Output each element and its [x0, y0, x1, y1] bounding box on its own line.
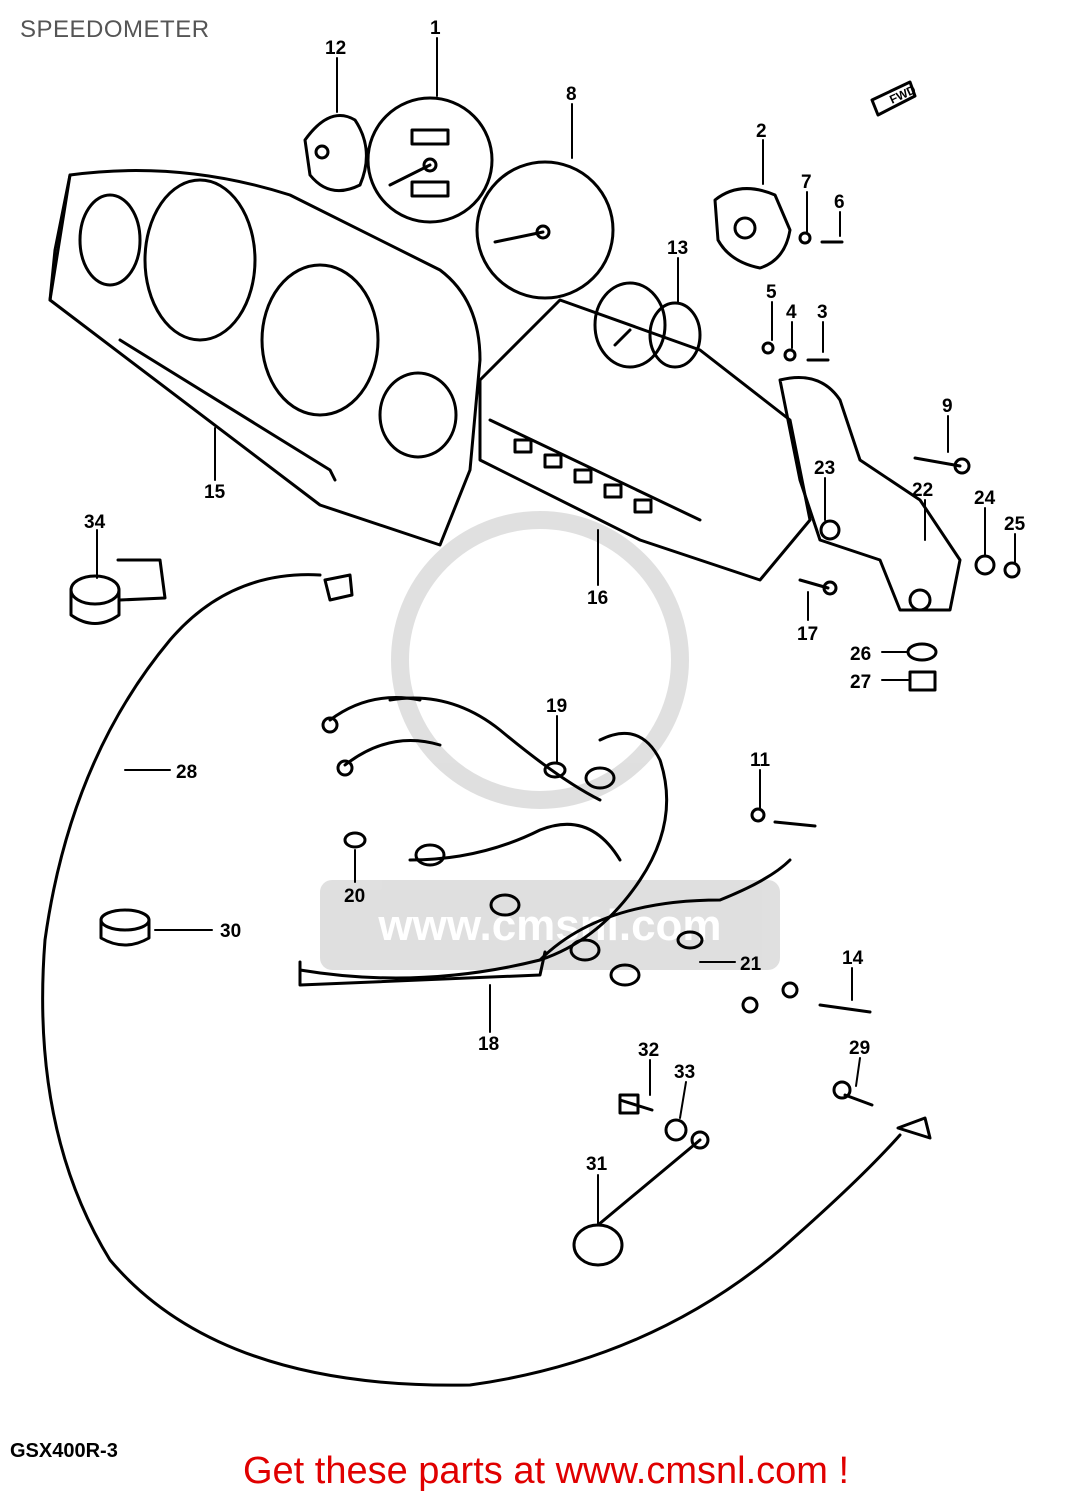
- callout-15: 15: [204, 482, 226, 503]
- watermark: www.cmsnl.com: [320, 511, 780, 970]
- callout-17: 17: [797, 624, 818, 645]
- callout-14: 14: [842, 948, 864, 969]
- callout-32: 32: [638, 1040, 659, 1061]
- speedometer-gauge: [475, 160, 615, 300]
- leader-lines: [96, 37, 1016, 1226]
- callout-19: 19: [546, 696, 567, 717]
- callout-22: 22: [912, 480, 933, 501]
- page-title: SPEEDOMETER: [20, 16, 210, 43]
- callout-26: 26: [850, 644, 871, 665]
- model-code: GSX400R-3: [10, 1440, 118, 1462]
- callout-20: 20: [344, 886, 365, 907]
- callout-numbers: 1 2 3 4 5 6 7 8 9 11 12 13 14 15 16 17 1…: [84, 18, 1026, 1175]
- callout-1: 1: [430, 18, 441, 39]
- fuel-gauge: [303, 114, 368, 193]
- fasteners: [618, 231, 1021, 1142]
- callout-16: 16: [587, 588, 608, 609]
- callout-28: 28: [176, 762, 197, 783]
- watermark-text: www.cmsnl.com: [377, 901, 721, 950]
- callout-18: 18: [478, 1034, 499, 1055]
- instrument-cover: [48, 169, 482, 547]
- callout-8: 8: [566, 84, 577, 105]
- callout-11: 11: [750, 750, 771, 771]
- callout-23: 23: [814, 458, 835, 479]
- wiring-harness: [298, 696, 799, 1014]
- forward-arrow: [870, 80, 917, 117]
- callout-6: 6: [834, 192, 845, 213]
- callout-5: 5: [766, 282, 777, 303]
- footer-link[interactable]: Get these parts at www.cmsnl.com !: [242, 1450, 850, 1492]
- callout-33: 33: [674, 1062, 695, 1083]
- cable-grommet: [99, 908, 151, 947]
- cable-clamp: [69, 558, 167, 625]
- meter-case: [478, 298, 812, 582]
- indicator-housing: [713, 187, 792, 270]
- speedometer-cable: [41, 573, 932, 1387]
- callout-27: 27: [850, 672, 871, 693]
- callout-2: 2: [756, 121, 767, 142]
- callout-13: 13: [667, 238, 688, 259]
- tachometer-gauge: [366, 96, 494, 224]
- callout-31: 31: [586, 1154, 608, 1175]
- callout-30: 30: [220, 921, 241, 942]
- meter-bracket: [778, 376, 962, 612]
- callout-12: 12: [325, 38, 346, 59]
- temp-gauge: [593, 281, 702, 369]
- callout-34: 34: [84, 512, 106, 533]
- callout-3: 3: [817, 302, 828, 323]
- callout-21: 21: [740, 954, 762, 975]
- callout-24: 24: [974, 488, 996, 509]
- callout-29: 29: [849, 1038, 870, 1059]
- cable-ring: [572, 1130, 710, 1267]
- callout-9: 9: [942, 396, 953, 417]
- callout-7: 7: [801, 172, 812, 193]
- callout-4: 4: [786, 302, 797, 323]
- callout-25: 25: [1004, 514, 1026, 535]
